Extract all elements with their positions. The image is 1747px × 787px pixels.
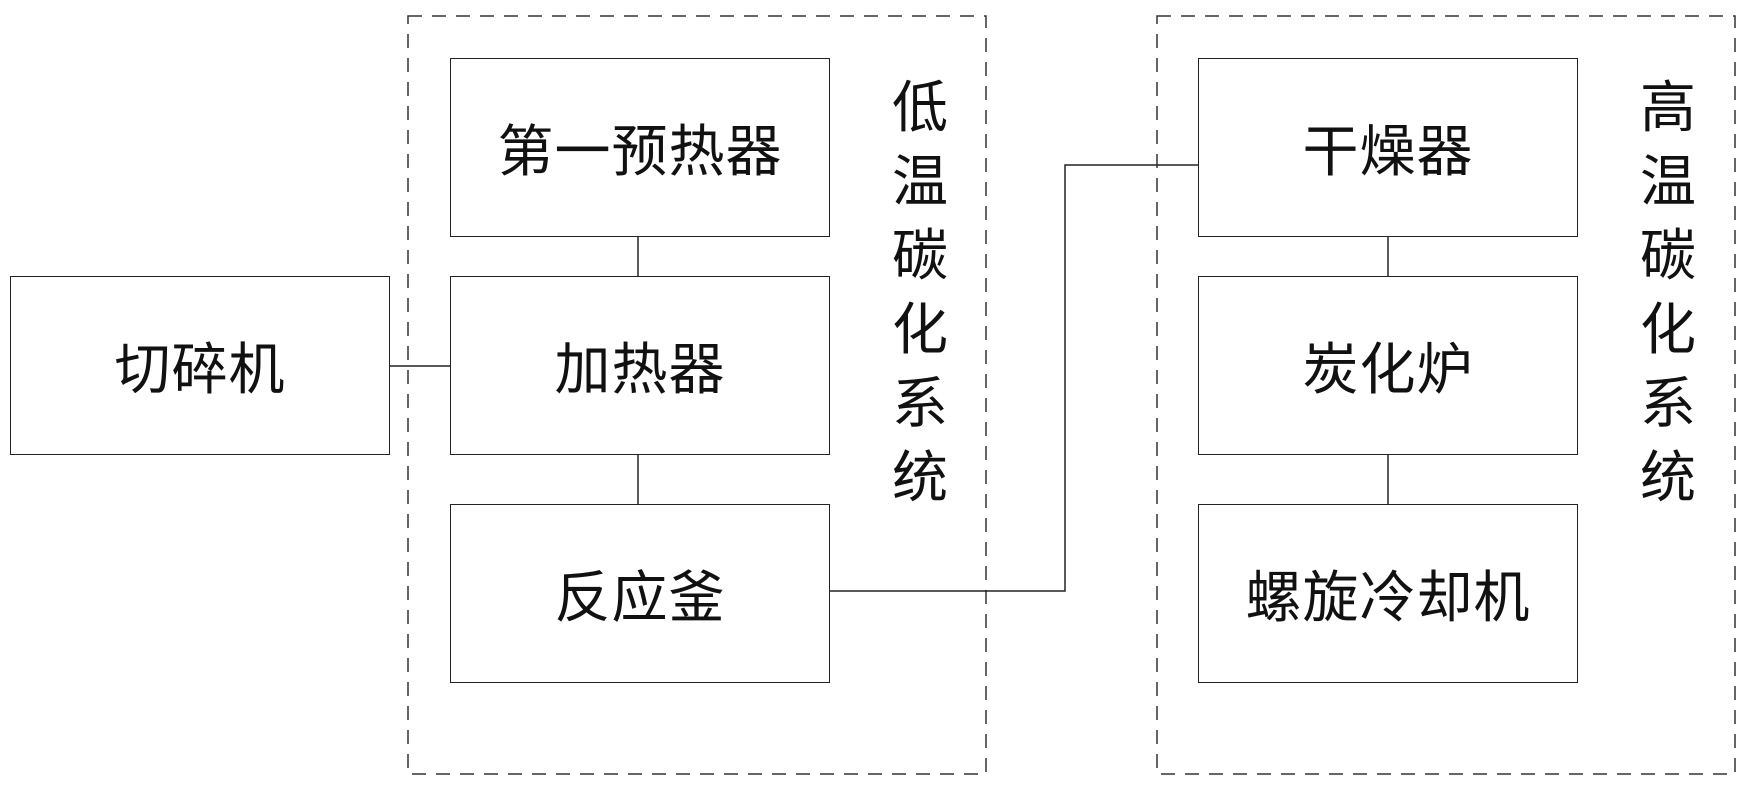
vertical-label-char: 化 xyxy=(892,298,948,363)
reactor-label: 反应釜 xyxy=(554,566,726,631)
vertical-label-char: 温 xyxy=(892,150,948,215)
vertical-label-char: 统 xyxy=(892,446,948,511)
vertical-label-char: 碳 xyxy=(1640,224,1696,289)
shredder-label: 切碎机 xyxy=(114,338,286,403)
high-temp-system-label: 高温碳化系统 xyxy=(1628,72,1708,516)
shredder-box: 切碎机 xyxy=(10,276,390,455)
dryer-box: 干燥器 xyxy=(1198,58,1578,237)
vertical-label-char: 温 xyxy=(1640,150,1696,215)
heater-label: 加热器 xyxy=(554,338,726,403)
low-temp-system-label: 低温碳化系统 xyxy=(880,72,960,516)
carbonization-furnace-label: 炭化炉 xyxy=(1302,338,1474,403)
vertical-label-char: 统 xyxy=(1640,446,1696,511)
reactor-box: 反应釜 xyxy=(450,504,830,683)
spiral-cooler-label: 螺旋冷却机 xyxy=(1245,566,1531,631)
vertical-label-char: 碳 xyxy=(892,224,948,289)
vertical-label-char: 低 xyxy=(892,76,948,141)
carbonization-furnace-box: 炭化炉 xyxy=(1198,276,1578,455)
connector-reactor-dryer xyxy=(829,164,1198,592)
vertical-label-char: 系 xyxy=(892,372,948,437)
first-preheater-label: 第一预热器 xyxy=(497,120,783,185)
dryer-label: 干燥器 xyxy=(1302,120,1474,185)
heater-box: 加热器 xyxy=(450,276,830,455)
high-temp-system-frame xyxy=(1156,15,1736,775)
first-preheater-box: 第一预热器 xyxy=(450,58,830,237)
low-temp-system-frame xyxy=(407,15,987,775)
vertical-label-char: 系 xyxy=(1640,372,1696,437)
vertical-label-char: 高 xyxy=(1640,76,1696,141)
spiral-cooler-box: 螺旋冷却机 xyxy=(1198,504,1578,683)
vertical-label-char: 化 xyxy=(1640,298,1696,363)
